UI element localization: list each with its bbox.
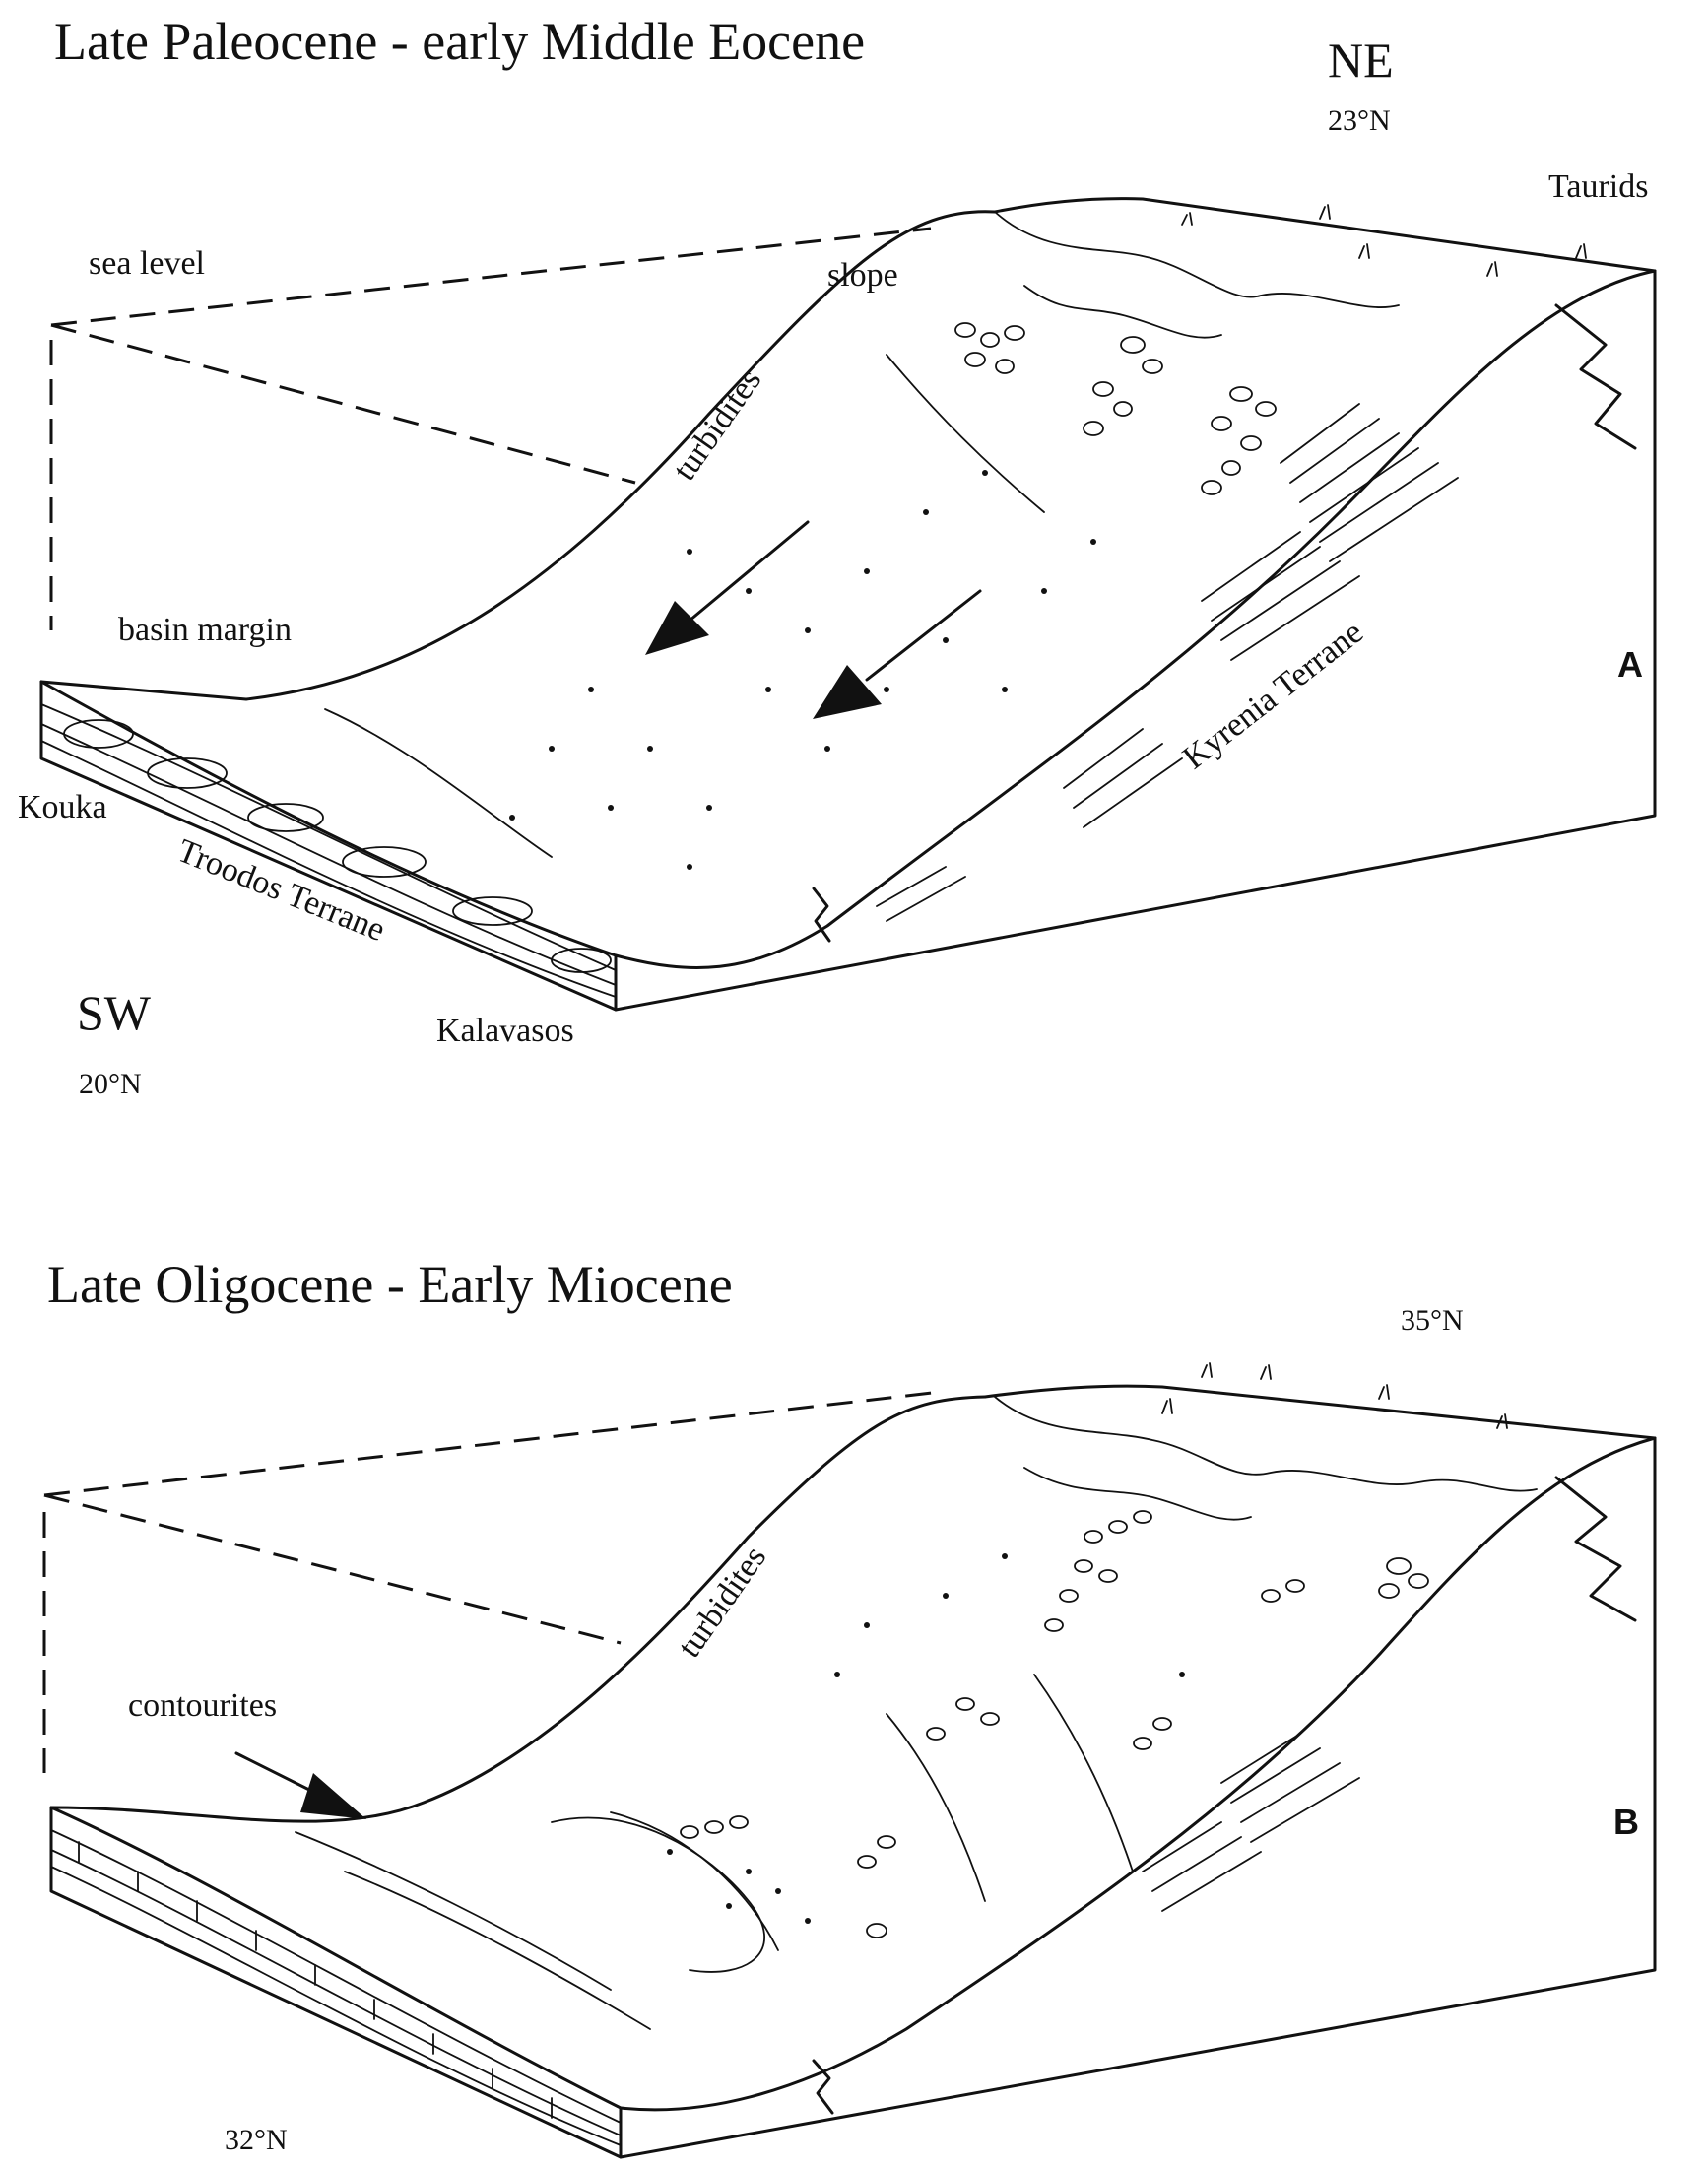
panel-a-lat-sw: 20°N	[79, 1068, 142, 1100]
front-face-layers-b	[50, 1829, 622, 2146]
panel-a-title: Late Paleocene - early Middle Eocene	[54, 12, 865, 71]
slope-features-b	[295, 1396, 1538, 2030]
sea-level-label: sea level	[89, 245, 205, 282]
sea-level-line	[50, 227, 932, 327]
panel-a-lat-ne: 23°N	[1328, 104, 1391, 137]
block-outline-a	[39, 197, 1657, 1012]
right-face-bricks-b	[1142, 1557, 1429, 1912]
right-face-bricks-a	[876, 403, 1459, 922]
panel-b: Late Oligocene - Early Miocene 35°N turb…	[42, 1255, 1657, 2159]
vegetation-a	[1181, 204, 1587, 277]
panel-a-direction-sw: SW	[77, 985, 152, 1040]
turbidites-label-b: turbidites	[671, 1540, 773, 1664]
flow-arrow-1	[688, 520, 810, 623]
panel-b-lat-sw: 32°N	[225, 2124, 288, 2156]
vegetation-b	[1161, 1362, 1508, 1429]
kalavasos-label: Kalavasos	[436, 1013, 574, 1049]
sea-level-line-b	[43, 1390, 942, 1497]
block-outline-b	[49, 1384, 1657, 2159]
flow-arrow-2	[865, 589, 982, 682]
flow-arrows-a	[645, 520, 982, 719]
contourites-label: contourites	[128, 1687, 277, 1724]
slope-features-a	[324, 211, 1400, 858]
panel-a-direction-ne: NE	[1328, 33, 1394, 88]
pebble-clusters-a	[509, 322, 1277, 870]
panel-a: Late Paleocene - early Middle Eocene NE …	[18, 12, 1657, 1100]
sea-level-inner-line-b	[43, 1493, 622, 1645]
panel-b-letter: B	[1613, 1802, 1639, 1842]
kyrenia-terrane-label: Kyrenia Terrane	[1176, 614, 1370, 776]
pebble-clusters-b	[667, 1510, 1305, 1938]
contourite-arrow-head-fill	[300, 1773, 366, 1819]
panel-b-title: Late Oligocene - Early Miocene	[47, 1255, 733, 1314]
turbidites-label-a: turbidites	[666, 362, 768, 487]
sea-level-inner-line	[50, 323, 636, 485]
flow-arrow-2-head	[813, 665, 882, 719]
kouka-label: Kouka	[18, 789, 107, 825]
basin-margin-label: basin margin	[118, 612, 292, 648]
taurids-label: Taurids	[1548, 168, 1649, 205]
panel-a-letter: A	[1617, 644, 1643, 685]
flow-arrow-1-head	[645, 601, 709, 655]
front-face-layers-a	[40, 703, 617, 998]
panel-b-lat-ne: 35°N	[1401, 1304, 1464, 1337]
